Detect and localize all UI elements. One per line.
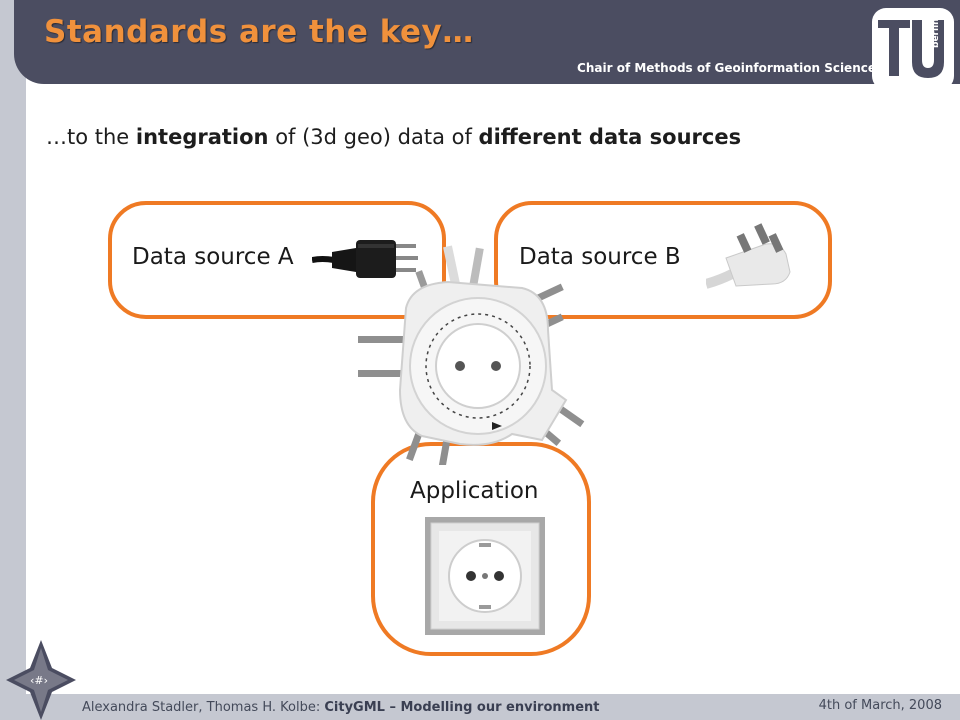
left-sidebar-bar xyxy=(0,0,26,720)
wall-socket-icon xyxy=(425,517,545,635)
slide-title: Standards are the key… xyxy=(44,14,474,50)
tu-berlin-logo: berlin xyxy=(872,8,954,90)
slide-number: ‹#› xyxy=(30,674,49,687)
slide-subtitle: …to the integration of (3d geo) data of … xyxy=(46,125,741,149)
footer-date: 4th of March, 2008 xyxy=(818,698,942,713)
subtitle-bold-integration: integration xyxy=(135,125,269,149)
slide-footer xyxy=(0,694,960,720)
data-source-a-label: Data source A xyxy=(132,244,294,270)
slide-header xyxy=(14,0,960,84)
data-source-b-label: Data source B xyxy=(519,244,681,270)
application-label: Application xyxy=(410,478,539,504)
black-plug-icon xyxy=(312,240,418,278)
universal-adapter-icon xyxy=(358,245,585,465)
subtitle-text-2: of (3d geo) data of xyxy=(268,125,479,149)
footer-authors: Alexandra Stadler, Thomas H. Kolbe: City… xyxy=(82,700,600,715)
authors-text: Alexandra Stadler, Thomas H. Kolbe: xyxy=(82,700,321,715)
chair-name: Chair of Methods of Geoinformation Scien… xyxy=(577,61,876,75)
topic-text: CityGML – Modelling our environment xyxy=(324,700,600,715)
subtitle-bold-sources: different data sources xyxy=(478,125,742,149)
subtitle-text-1: …to the xyxy=(46,125,136,149)
logo-text: berlin xyxy=(931,18,941,48)
slide-navigation-icon[interactable] xyxy=(6,640,76,720)
white-uk-plug-icon xyxy=(706,223,791,289)
